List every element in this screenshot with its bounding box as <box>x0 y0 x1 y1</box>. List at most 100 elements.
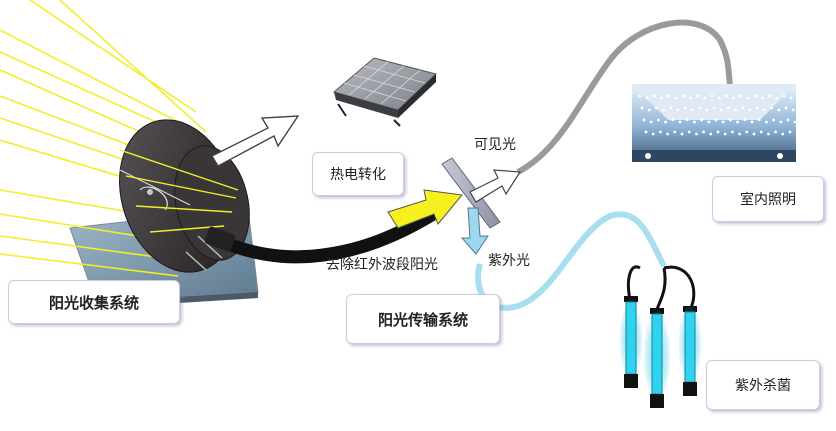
visible-arrow <box>469 169 522 203</box>
led-dot <box>793 120 797 124</box>
uv-lamps <box>619 265 702 408</box>
led-dot <box>775 96 779 100</box>
led-dot <box>738 132 741 136</box>
led-dot <box>765 120 768 124</box>
led-dot <box>645 96 649 100</box>
led-dot <box>698 106 701 110</box>
led-dot <box>768 94 771 98</box>
sun-ray <box>0 29 191 129</box>
led-dot <box>638 94 642 98</box>
led-dot <box>695 132 698 136</box>
led-dot <box>680 132 684 136</box>
led-dot <box>687 130 691 134</box>
collection-system-box: 阳光收集系统 <box>8 280 180 324</box>
led-dot <box>741 106 745 110</box>
led-dot <box>647 108 651 112</box>
light-guide-cable <box>211 203 447 264</box>
led-dot <box>767 132 770 136</box>
led-dot <box>721 120 725 124</box>
sun-ray-reflected <box>119 149 239 191</box>
led-dot <box>653 94 656 98</box>
led-dot <box>717 96 721 100</box>
led-dot <box>676 108 680 112</box>
led-dot <box>696 94 699 98</box>
led-dot <box>710 94 714 98</box>
ir-removed-arrow <box>387 189 463 229</box>
thermal-conversion-label: 热电转化 <box>330 167 386 183</box>
led-dot <box>669 106 673 110</box>
led-dot <box>782 94 786 98</box>
thermal-conversion-box: 热电转化 <box>312 152 404 196</box>
ir-removed-label: 去除红外波段阳光 <box>326 257 438 273</box>
led-dot <box>755 106 759 110</box>
sun-ray-reflected <box>135 205 233 213</box>
led-dot <box>714 118 718 122</box>
led-dot <box>732 96 735 100</box>
collector-dish <box>119 119 250 273</box>
led-dot <box>691 108 694 112</box>
sun-ray <box>59 0 207 133</box>
led-dot <box>770 106 773 110</box>
uv-arrow <box>460 207 489 255</box>
visible-light-label: 可见光 <box>474 137 516 153</box>
led-dot <box>739 94 743 98</box>
uv-light-label: 紫外光 <box>488 253 530 269</box>
led-dot <box>752 132 756 136</box>
led-dot <box>693 120 696 124</box>
led-dot <box>795 132 799 136</box>
led-dot <box>712 106 716 110</box>
sun-ray <box>29 0 197 113</box>
sun-ray-reflected <box>125 175 237 199</box>
led-dot <box>748 108 752 112</box>
led-dot <box>743 118 747 122</box>
led-dot <box>745 130 749 134</box>
led-dot <box>784 106 788 110</box>
led-dot <box>681 94 685 98</box>
led-dot <box>700 118 703 122</box>
led-dot <box>757 118 761 122</box>
led-dot <box>649 120 653 124</box>
uv-sterilization-box: 紫外杀菌 <box>706 360 820 410</box>
ceiling-lighting-image <box>632 84 799 162</box>
led-dot <box>786 118 790 122</box>
led-dot <box>702 130 705 134</box>
led-dot <box>723 132 727 136</box>
led-dot <box>729 118 732 122</box>
led-dot <box>640 106 644 110</box>
led-dot <box>719 108 723 112</box>
led-dot <box>746 96 750 100</box>
transmission-system-label: 阳光传输系统 <box>377 310 468 329</box>
led-dot <box>709 132 713 136</box>
led-dot <box>674 96 678 100</box>
led-dot <box>651 132 655 136</box>
transmission-system-box: 阳光传输系统 <box>346 294 500 344</box>
led-dot <box>763 108 766 112</box>
led-dot <box>788 130 792 134</box>
led-dot <box>779 120 783 124</box>
led-dot <box>734 108 737 112</box>
led-dot <box>642 118 646 122</box>
solar-panel <box>332 57 437 127</box>
led-dot <box>667 94 671 98</box>
led-dot <box>666 132 669 136</box>
led-dot <box>753 94 757 98</box>
led-dot <box>673 130 677 134</box>
led-dot <box>761 96 764 100</box>
visible-fiber <box>516 19 733 175</box>
led-dot <box>759 130 763 134</box>
led-dot <box>664 120 667 124</box>
led-dot <box>781 132 785 136</box>
led-dot <box>659 130 662 134</box>
led-dot <box>685 118 689 122</box>
led-dot <box>703 96 707 100</box>
led-dot <box>678 120 682 124</box>
sun-rays-front <box>119 149 239 233</box>
led-dot <box>727 106 730 110</box>
led-dot <box>736 120 739 124</box>
led-dot <box>707 120 711 124</box>
indoor-lighting-label: 室内照明 <box>740 192 796 208</box>
led-dot <box>683 106 687 110</box>
led-dot <box>660 96 663 100</box>
